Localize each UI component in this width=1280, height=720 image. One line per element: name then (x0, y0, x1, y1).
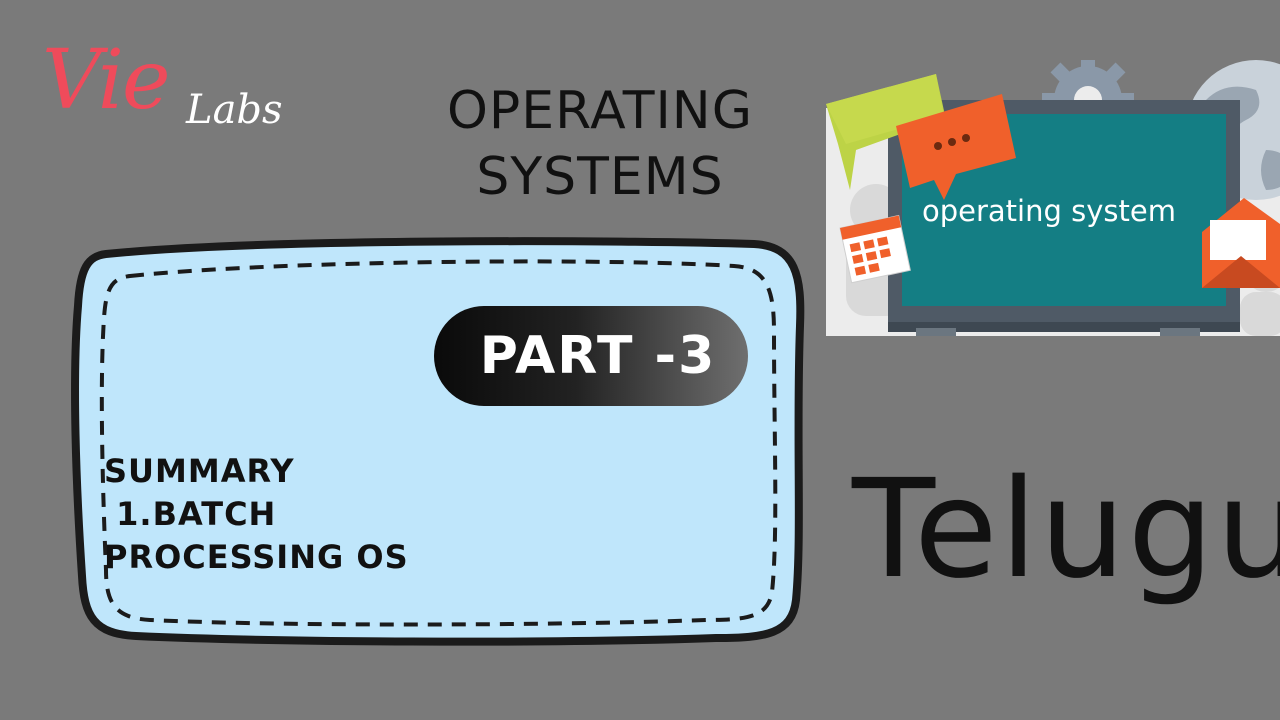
card-border (71, 237, 805, 646)
envelope-icon (1202, 198, 1280, 288)
language-label: Telugu (852, 451, 1280, 609)
logo-labs-text: Labs (186, 87, 283, 133)
title-line-1: OPERATING (447, 81, 753, 141)
summary-line: SUMMARY (104, 452, 295, 490)
part-badge-label: PART -3 (479, 326, 717, 386)
logo-vie-text: Vie (42, 33, 171, 128)
page-title: OPERATING SYSTEMS (400, 78, 800, 210)
calendar-icon (839, 214, 911, 284)
illustration-label: operating system (922, 194, 1176, 228)
operating-system-illustration: operating system (826, 54, 1280, 336)
illustration-art (826, 54, 1280, 336)
summary-line: PROCESSING OS (104, 538, 409, 576)
summary-line: 1.BATCH (104, 495, 277, 533)
message-bubble-icon (896, 94, 1016, 200)
part-badge: PART -3 (434, 306, 748, 406)
summary-text: SUMMARY 1.BATCH PROCESSING OS (104, 450, 409, 579)
title-line-2: SYSTEMS (476, 147, 724, 207)
summary-card: PART -3 SUMMARY 1.BATCH PROCESSING OS (66, 236, 808, 648)
chat-bubble-icon (826, 74, 946, 190)
vie-labs-logo: Vie Labs (36, 40, 306, 150)
